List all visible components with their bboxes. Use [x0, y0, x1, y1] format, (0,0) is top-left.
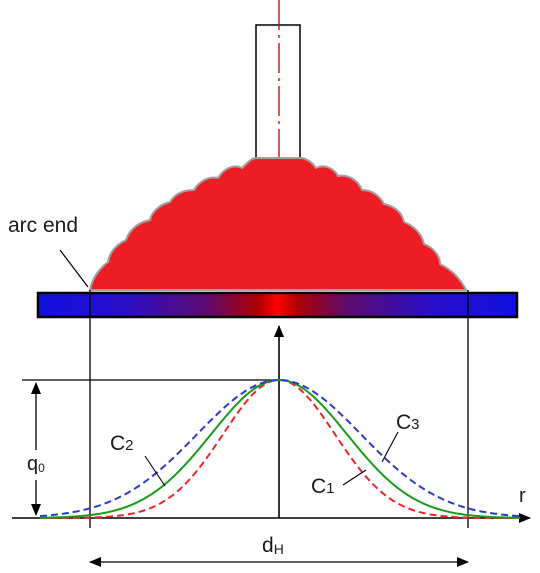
c3-pointer — [381, 431, 399, 463]
electrode — [255, 24, 301, 160]
dh-label: dH — [262, 534, 284, 557]
q0-label: q0 — [27, 453, 45, 475]
c3-label: C3 — [396, 411, 420, 434]
arc-end-label: arc end — [8, 214, 78, 237]
dh-label-bg — [258, 532, 302, 558]
distribution-curves — [39, 379, 521, 519]
workpiece-bar — [36, 291, 519, 319]
arc-end-pointer — [59, 249, 89, 288]
c2-label: C2 — [110, 432, 134, 455]
curve-c3 — [39, 379, 521, 518]
curve-c2 — [40, 379, 520, 519]
c2-pointer — [144, 455, 166, 487]
r-axis-label: r — [519, 485, 526, 507]
c1-pointer — [342, 469, 367, 486]
c1-label: C1 — [311, 475, 335, 498]
arc-plasma — [88, 157, 468, 291]
